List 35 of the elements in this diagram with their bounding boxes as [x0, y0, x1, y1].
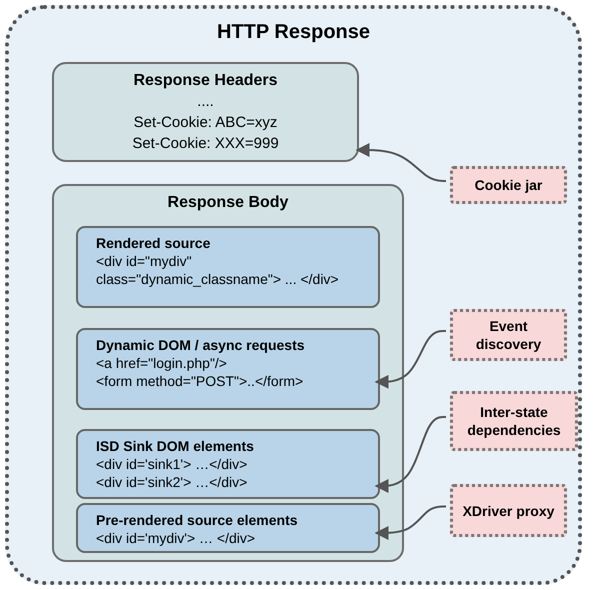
group-box — [52, 62, 359, 162]
arrow — [374, 506, 446, 540]
code-text: <form method="POST">..</form> — [96, 372, 304, 390]
arrow — [374, 416, 446, 493]
section-box — [76, 226, 380, 308]
heading: Dynamic DOM / async requests — [96, 336, 306, 354]
code-text: Set-Cookie: XXX=999 — [131, 134, 280, 154]
code-text: Set-Cookie: ABC=xyz — [132, 113, 278, 133]
heading: HTTP Response — [216, 23, 371, 41]
code-text: <div id="mydiv" class="dynamic_classname"> ... </div> — [96, 252, 340, 288]
heading: Response Headers — [132, 71, 279, 91]
section-box — [76, 503, 380, 553]
note-box — [450, 484, 567, 537]
heading: Cookie jar — [474, 176, 544, 194]
section-box — [76, 328, 380, 410]
heading: Event discovery — [474, 317, 542, 353]
heading: Inter-state dependencies — [466, 403, 562, 439]
heading: XDriver proxy — [462, 502, 556, 520]
code-text: <div id='sink2'> …</div> — [96, 473, 248, 491]
arrow — [356, 143, 446, 182]
note-box — [450, 166, 567, 204]
code-text: .... — [196, 92, 215, 112]
container-box — [5, 5, 582, 585]
note-box — [450, 391, 578, 451]
heading: Response Body — [166, 193, 290, 213]
group-box — [52, 184, 404, 562]
arrow — [374, 330, 446, 389]
code-text: <div id='sink1'> …</div> — [96, 455, 248, 473]
code-text: <a href="login.php"/> — [96, 354, 228, 372]
heading: Rendered source — [96, 234, 212, 252]
note-box — [450, 309, 567, 361]
heading: ISD Sink DOM elements — [96, 437, 255, 455]
section-box — [76, 429, 380, 499]
code-text: <div id='mydiv'> … </div> — [96, 529, 256, 547]
heading: Pre-rendered source elements — [96, 511, 299, 529]
